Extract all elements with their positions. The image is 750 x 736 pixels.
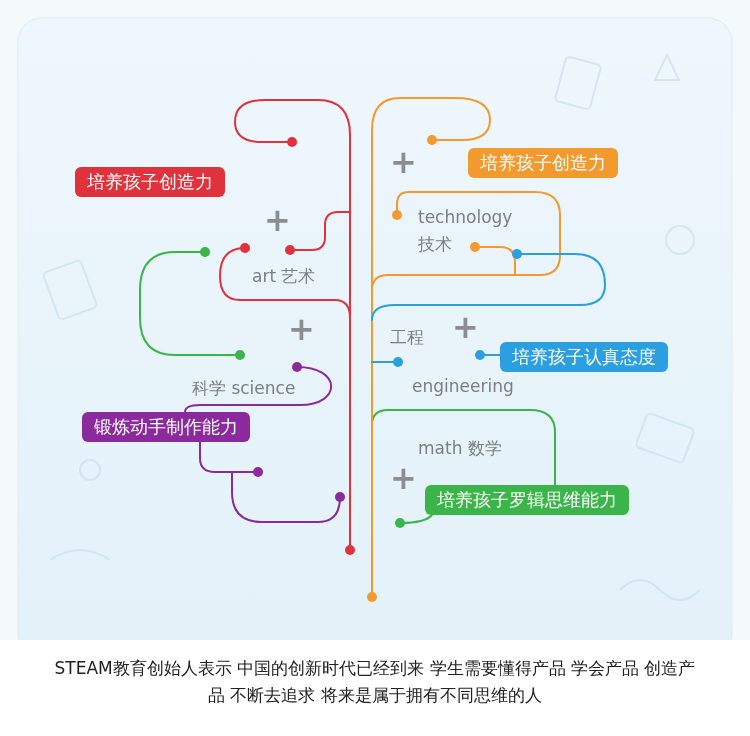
subject-label: math 数学 bbox=[418, 438, 502, 458]
label-pill: 培养孩子创造力 bbox=[468, 148, 618, 178]
label-pill: 培养孩子创造力 bbox=[75, 167, 225, 197]
plus-sign: + bbox=[390, 463, 417, 493]
pill-text: 锻炼动手制作能力 bbox=[94, 416, 238, 437]
subject-label: art 艺术 bbox=[252, 266, 315, 286]
plus-sign: + bbox=[288, 314, 315, 344]
subject-label: 科学 science bbox=[192, 378, 295, 398]
caption: STEAM教育创始人表示 中国的创新时代已经到来 学生需要懂得产品 学会产品 创… bbox=[50, 655, 700, 709]
label-pill: 培养孩子认真态度 bbox=[500, 342, 668, 372]
subject-label: engineering bbox=[412, 376, 514, 396]
label-pill: 培养孩子罗辑思维能力 bbox=[425, 485, 629, 515]
subject-label: technology bbox=[418, 207, 512, 227]
subject-label: 工程 bbox=[390, 327, 424, 347]
pill-text: 培养孩子创造力 bbox=[480, 152, 606, 173]
pill-text: 培养孩子创造力 bbox=[87, 171, 213, 192]
label-pill: 锻炼动手制作能力 bbox=[82, 412, 250, 442]
plus-sign: + bbox=[390, 147, 417, 177]
pill-text: 培养孩子认真态度 bbox=[512, 346, 656, 367]
plus-sign: + bbox=[452, 312, 479, 342]
pill-text: 培养孩子罗辑思维能力 bbox=[437, 489, 617, 510]
subject-label: 技术 bbox=[418, 234, 452, 254]
plus-sign: + bbox=[264, 205, 291, 235]
